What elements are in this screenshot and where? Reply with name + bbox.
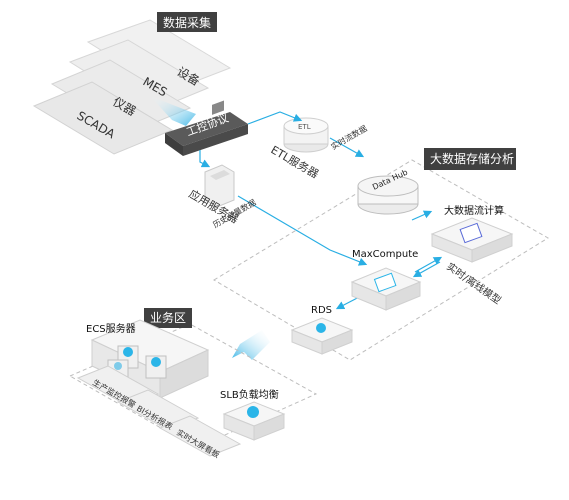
rds-label: RDS [311, 305, 332, 316]
slb-label: SLB负载均衡 [220, 388, 279, 401]
title-bigdata-tag: 大数据存储分析 [424, 148, 516, 170]
slb-node: SLB负载均衡 [220, 388, 286, 441]
gateway-box: 工控协议 [165, 111, 248, 156]
edge-realtime-label: 实时流数据 [329, 123, 369, 152]
ecs-cluster: ECS服务器 [86, 319, 210, 399]
maxcompute-node: MaxCompute [350, 249, 422, 311]
ecs-label: ECS服务器 [86, 322, 136, 335]
model-label: 实时/离线模型 [444, 260, 503, 307]
title-bigdata: 大数据存储分析 [430, 151, 514, 166]
flow-arrow-business [232, 330, 270, 360]
flow-arrow-big [150, 96, 196, 126]
stream-calc-label: 大数据流计算 [444, 204, 504, 217]
title-sources: 数据采集 [163, 15, 211, 30]
maxcompute-label: MaxCompute [352, 249, 418, 260]
data-sources-group: 设备 MES 仪器 SCADA [32, 19, 232, 155]
title-business-tag: 业务区 [144, 308, 192, 328]
title-business: 业务区 [150, 310, 186, 325]
title-sources-tag: 数据采集 [157, 12, 217, 32]
datahub-node: Data Hub [357, 168, 419, 215]
etl-icon-text: ETL [298, 123, 311, 131]
stream-calc-node: 大数据流计算 [430, 204, 514, 263]
rds-node: RDS [290, 305, 354, 355]
etl-server: ETL ETL服务器 [269, 117, 329, 181]
